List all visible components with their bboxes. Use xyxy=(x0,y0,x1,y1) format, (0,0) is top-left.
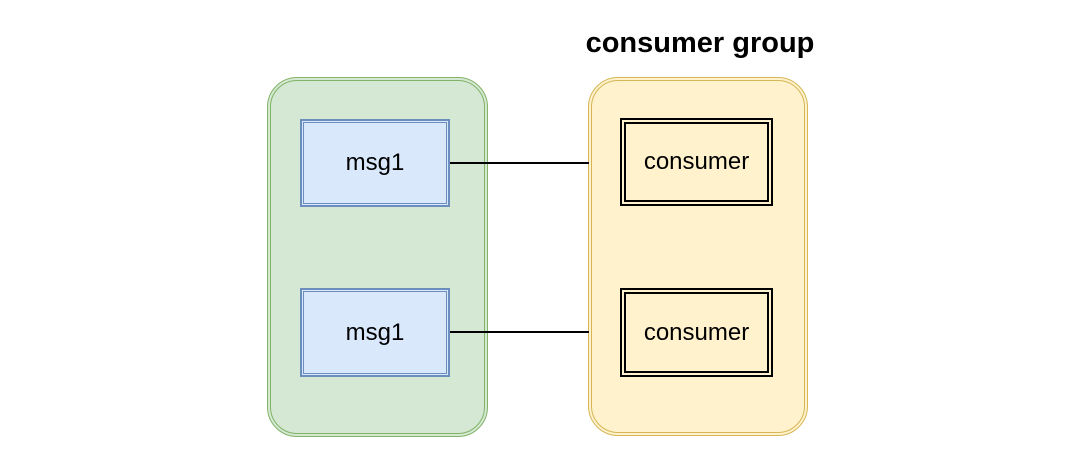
connector-line-bottom xyxy=(450,331,589,333)
consumer-node-label: consumer xyxy=(643,148,750,175)
message-node-bottom: msg1 xyxy=(300,288,450,377)
consumer-node-top: consumer xyxy=(620,118,773,206)
consumer-group-title: consumer group xyxy=(585,27,815,59)
message-node-top: msg1 xyxy=(300,119,450,207)
connector-line-top xyxy=(450,162,589,164)
consumer-node-label: consumer xyxy=(643,318,750,346)
message-node-label: msg1 xyxy=(345,318,405,346)
consumer-node-bottom: consumer xyxy=(620,288,773,377)
message-node-label: msg1 xyxy=(345,149,405,176)
